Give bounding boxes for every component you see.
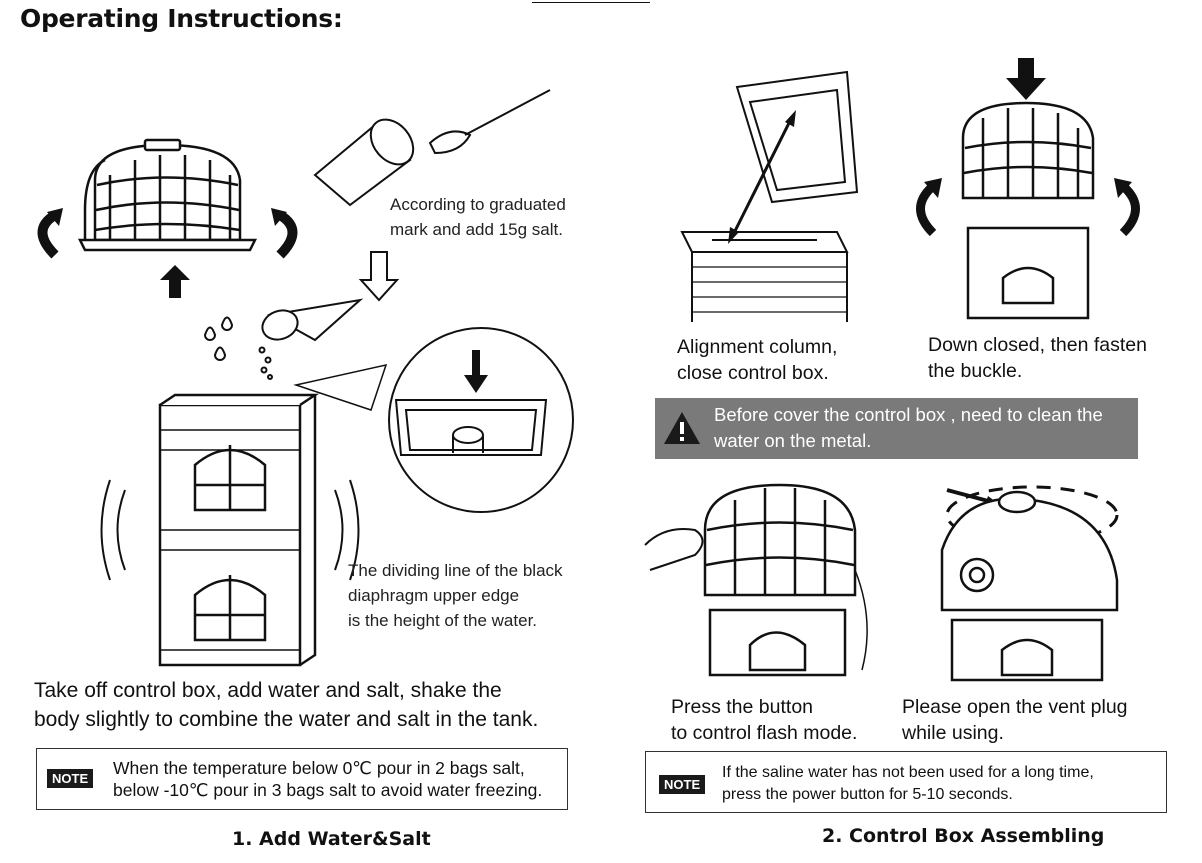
warning-triangle-icon bbox=[664, 412, 700, 444]
section-title-control-box-assembling: 2. Control Box Assembling bbox=[822, 825, 1105, 847]
warning-text: Before cover the control box , need to c… bbox=[714, 404, 1103, 451]
left-note-text: When the temperature below 0℃ pour in 2 … bbox=[113, 758, 543, 800]
water-level-caption: The dividing line of the black diaphragm… bbox=[348, 561, 563, 630]
note-badge-icon: NOTE bbox=[659, 775, 706, 794]
section-title-add-water-salt: 1. Add Water&Salt bbox=[232, 828, 431, 850]
vent-plug-illustration bbox=[940, 485, 1119, 682]
tank-tower-illustration bbox=[100, 393, 360, 667]
left-note-box bbox=[36, 748, 568, 810]
step-align-column-caption: Alignment column, close control box. bbox=[677, 336, 838, 384]
page-title: Operating Instructions: bbox=[20, 4, 343, 33]
salt-bag-spoon-illustration bbox=[313, 89, 551, 207]
warning-banner bbox=[655, 398, 1138, 459]
right-note-text: If the saline water has not been used fo… bbox=[722, 764, 1094, 803]
note-badge-icon: NOTE bbox=[47, 769, 94, 788]
down-arrow-icon bbox=[358, 251, 400, 302]
salt-caption: According to graduated mark and add 15g … bbox=[390, 195, 566, 239]
press-button-illustration bbox=[644, 483, 868, 677]
magnified-water-level-illustration bbox=[293, 327, 574, 513]
align-column-illustration bbox=[680, 70, 859, 322]
control-box-illustration bbox=[37, 138, 298, 298]
step-vent-plug-caption: Please open the vent plug while using. bbox=[902, 696, 1128, 744]
pouring-bag-illustration bbox=[203, 298, 364, 380]
fasten-buckle-illustration bbox=[916, 58, 1140, 320]
step-fasten-buckle-caption: Down closed, then fasten the buckle. bbox=[928, 334, 1147, 382]
left-main-instruction: Take off control box, add water and salt… bbox=[34, 679, 539, 731]
right-note-box bbox=[645, 751, 1167, 813]
top-rule bbox=[532, 2, 650, 3]
step-press-button-caption: Press the button to control flash mode. bbox=[671, 696, 858, 744]
